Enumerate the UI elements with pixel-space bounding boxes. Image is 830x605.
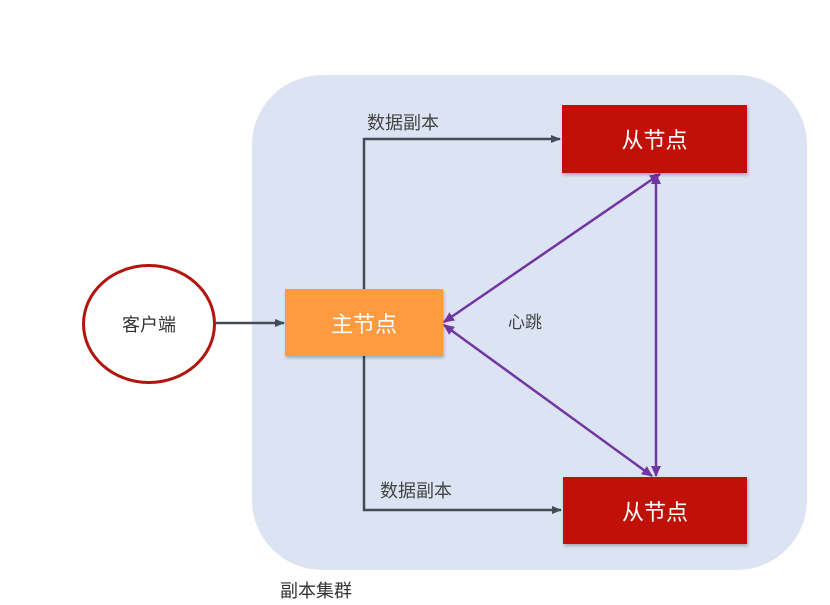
primary-node: 主节点 bbox=[285, 289, 443, 356]
heartbeat-primary-bottom-edge bbox=[443, 323, 653, 478]
data-copy-label-top: 数据副本 bbox=[367, 113, 439, 134]
cluster-label: 副本集群 bbox=[280, 581, 352, 602]
heartbeat-label: 心跳 bbox=[508, 313, 542, 333]
replica-node-bottom-label: 从节点 bbox=[621, 500, 688, 526]
primary-to-bottom-replica-edge bbox=[362, 356, 562, 514]
primary-node-label: 主节点 bbox=[330, 312, 397, 338]
heartbeat-primary-top-edge bbox=[443, 172, 661, 324]
replica-node-top-label: 从节点 bbox=[621, 129, 688, 154]
data-copy-label-bottom: 数据副本 bbox=[380, 481, 452, 502]
replica-node-top: 从节点 bbox=[562, 105, 747, 173]
primary-to-top-replica-edge bbox=[362, 135, 561, 289]
client-node: 客户端 bbox=[82, 264, 216, 384]
replica-node-bottom: 从节点 bbox=[563, 477, 747, 544]
client-node-label: 客户端 bbox=[122, 315, 176, 336]
